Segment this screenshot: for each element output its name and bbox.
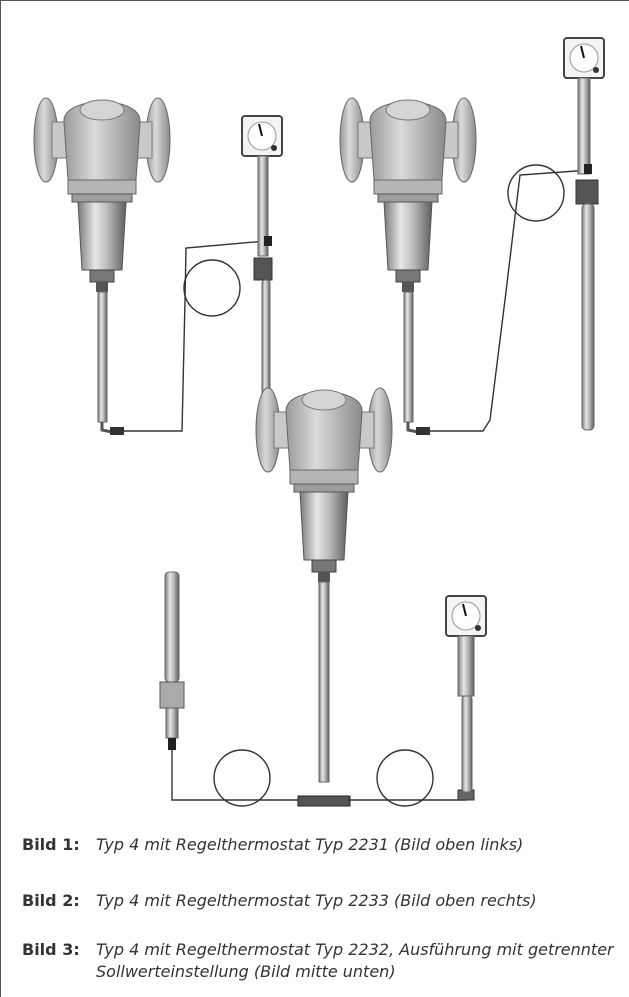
caption-text: Typ 4 mit Regelthermostat Typ 2232, Ausf… <box>96 940 614 981</box>
caption-text: Typ 4 mit Regelthermostat Typ 2233 (Bild… <box>96 891 537 910</box>
thermostat-dial-3 <box>445 595 487 637</box>
valve-stem-3 <box>318 581 330 783</box>
sensor-rod-1 <box>97 291 108 423</box>
product-photos <box>33 37 605 807</box>
thermostat-dial-2 <box>563 37 605 79</box>
caption-label: Bild 3: <box>22 940 80 959</box>
sensor-rod-2 <box>403 291 414 423</box>
caption-label: Bild 2: <box>22 891 80 910</box>
valve-3 <box>255 387 393 583</box>
valve-2 <box>339 97 477 293</box>
caption-label: Bild 1: <box>22 835 80 854</box>
sensor-probe-3 <box>164 571 180 683</box>
thermostat-dial-1 <box>241 115 283 157</box>
caption-text: Typ 4 mit Regelthermostat Typ 2231 (Bild… <box>96 835 524 854</box>
valve-1 <box>33 97 171 293</box>
